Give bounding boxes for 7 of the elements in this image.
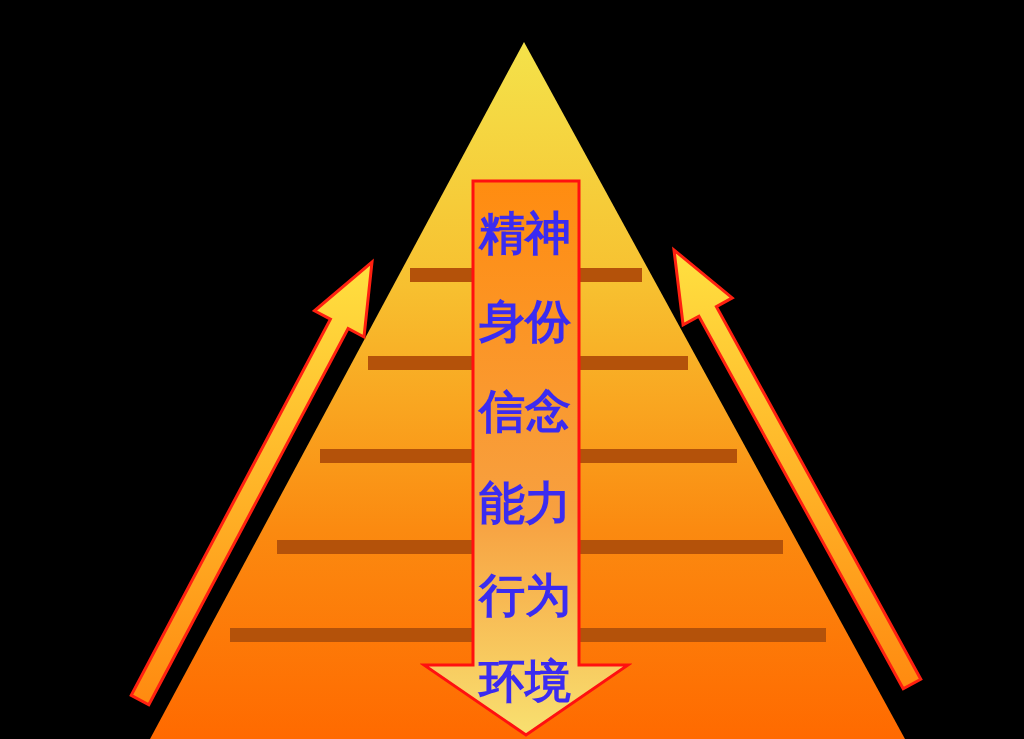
level-label: 能力	[478, 475, 572, 531]
level-label: 精神	[477, 205, 572, 261]
level-label: 行为	[477, 567, 572, 623]
level-label: 环境	[477, 653, 572, 709]
level-label: 身份	[478, 293, 572, 349]
level-label: 信念	[477, 383, 572, 439]
down-arrow	[420, 179, 632, 739]
